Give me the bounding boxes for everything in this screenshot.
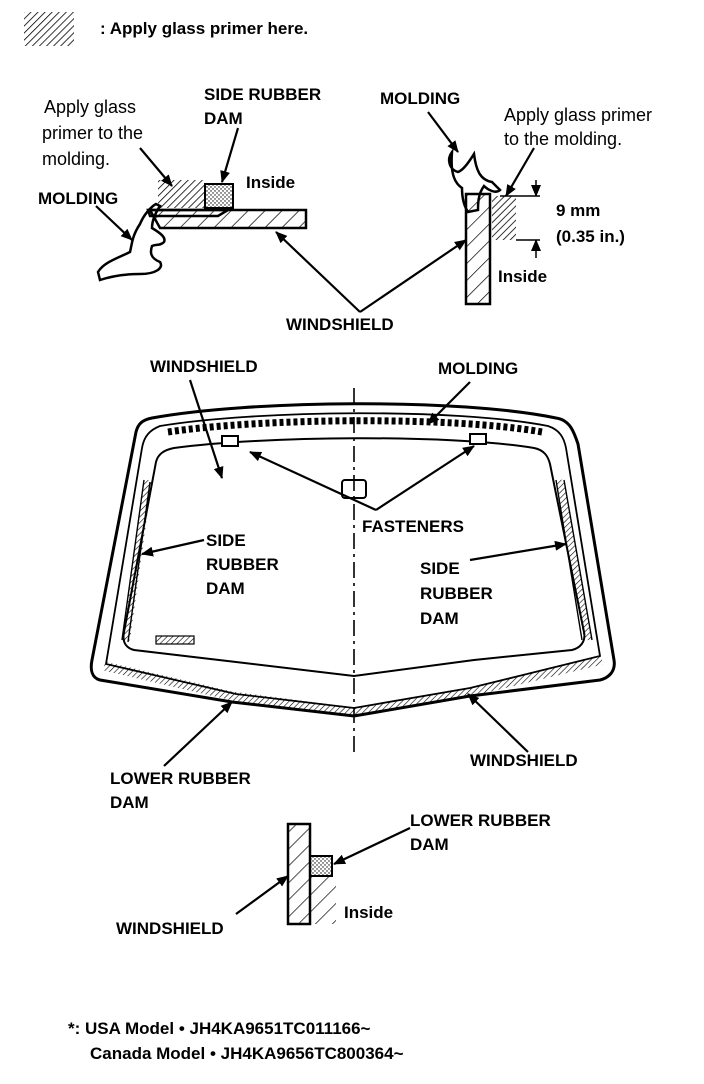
bottom-inside-label: Inside	[344, 903, 394, 922]
main-leader-lines	[141, 379, 567, 767]
main-windshield-bottom-label: WINDSHIELD	[470, 751, 578, 770]
legend-hatch-swatch	[24, 12, 74, 46]
top-left-primer-line1: Apply glass	[44, 97, 137, 117]
top-right-primer-line1: Apply glass primer	[504, 105, 653, 125]
top-windshield-label: WINDSHIELD	[286, 315, 394, 334]
bottom-lower-dam-line2: DAM	[410, 835, 449, 854]
left-side-dam-line1: SIDE	[206, 531, 246, 550]
bottom-lower-dam-line1: LOWER RUBBER	[410, 811, 551, 830]
top-left-primer-line2: primer to the	[42, 123, 144, 143]
main-windshield-top-label: WINDSHIELD	[150, 357, 258, 376]
footnote-line2: Canada Model • JH4KA9656TC800364~	[90, 1044, 404, 1063]
lower-dam-line2: DAM	[110, 793, 149, 812]
top-left-side-rubber-dam-line2: DAM	[204, 109, 243, 128]
top-left-inside-label: Inside	[246, 173, 296, 192]
left-side-dam-line2: RUBBER	[206, 555, 279, 574]
footnote-line1: *: USA Model • JH4KA9651TC011166~	[68, 1019, 371, 1038]
bottom-windshield-label: WINDSHIELD	[116, 919, 224, 938]
lower-dam-line1: LOWER RUBBER	[110, 769, 251, 788]
main-molding-label: MOLDING	[438, 359, 519, 378]
bottom-cross-section	[235, 822, 411, 926]
top-right-molding-label: MOLDING	[380, 89, 461, 108]
right-side-dam-line2: RUBBER	[420, 584, 493, 603]
legend-text: : Apply glass primer here.	[100, 19, 309, 38]
top-right-inside-label: Inside	[498, 267, 548, 286]
windshield-outline	[89, 388, 616, 752]
top-right-cross-section	[447, 147, 541, 306]
top-left-cross-section	[96, 180, 308, 282]
fasteners-label: FASTENERS	[362, 517, 465, 536]
right-side-dam-line3: DAM	[420, 609, 459, 628]
left-side-dam-line3: DAM	[206, 579, 245, 598]
top-left-molding-label: MOLDING	[38, 189, 119, 208]
top-leader-lines	[95, 111, 535, 313]
dimension-in-label: (0.35 in.)	[556, 227, 625, 246]
top-left-primer-line3: molding.	[42, 149, 111, 169]
right-side-dam-line1: SIDE	[420, 559, 460, 578]
top-right-primer-line2: to the molding.	[504, 129, 623, 149]
dimension-mm-label: 9 mm	[556, 201, 601, 220]
top-left-side-rubber-dam-line1: SIDE RUBBER	[204, 85, 322, 104]
